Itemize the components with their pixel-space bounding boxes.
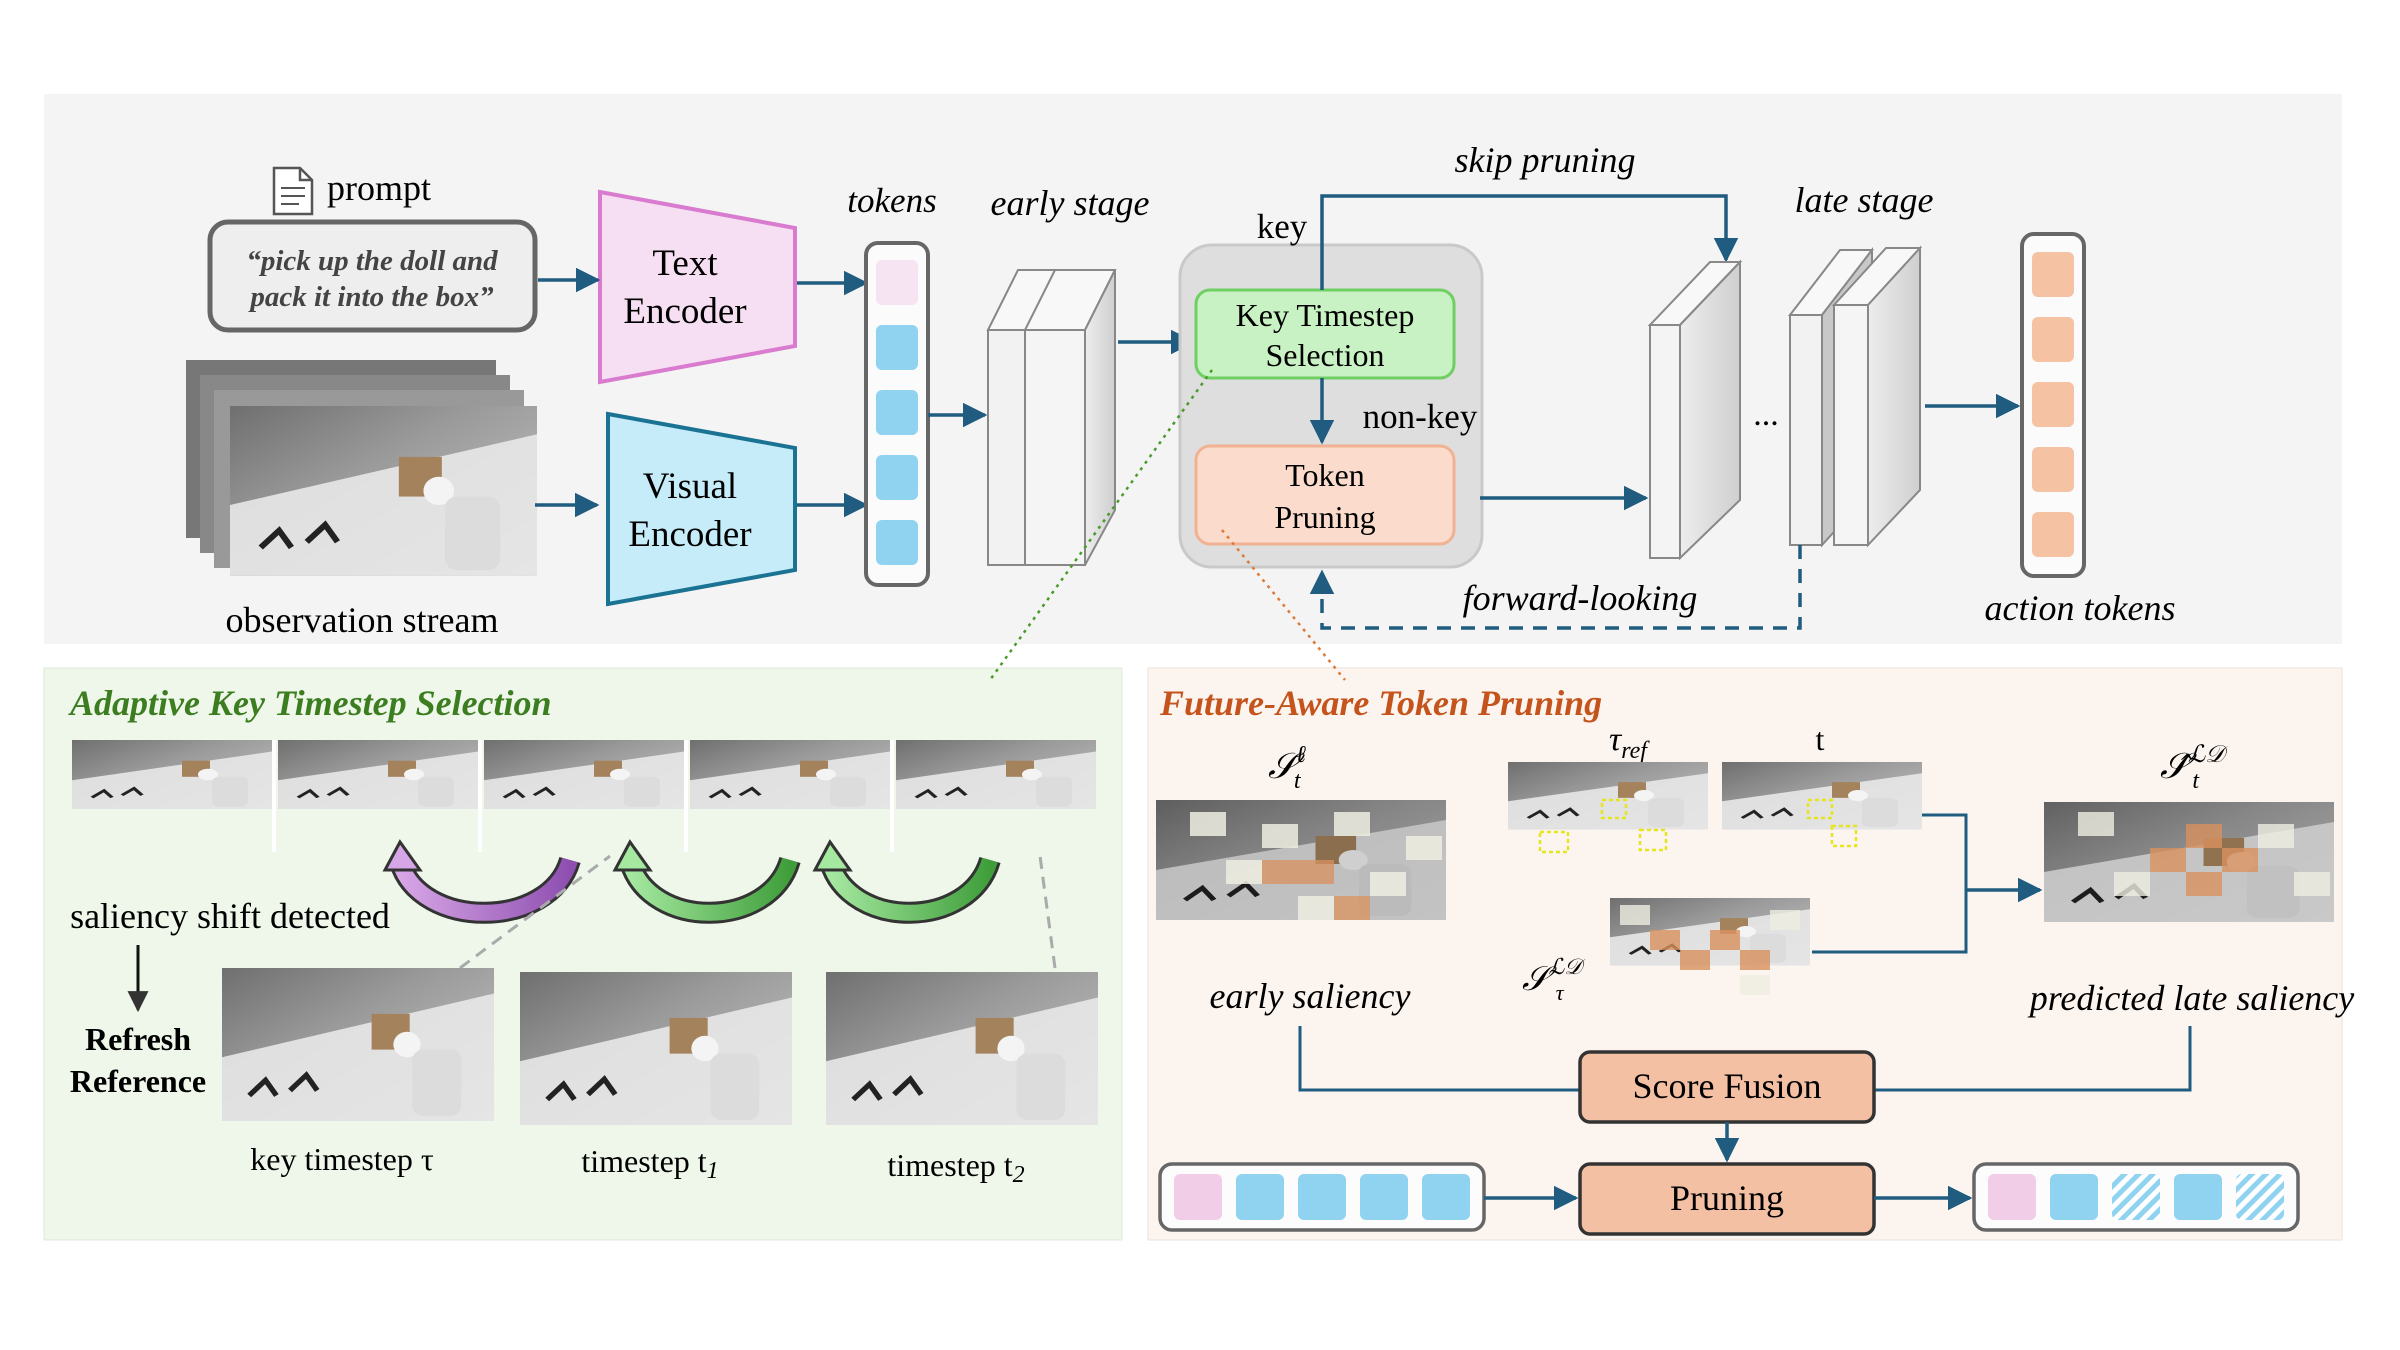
text-encoder-label-2: Encoder bbox=[623, 291, 746, 332]
token-visual bbox=[876, 455, 918, 500]
timestep-frames-strip bbox=[70, 738, 1098, 852]
key-timestep-caption: key timestep τ bbox=[250, 1141, 434, 1177]
reference-frame bbox=[1506, 760, 1710, 854]
timestep-t1-caption: timestep t1 bbox=[581, 1143, 718, 1184]
timestep-t1-frame bbox=[520, 972, 792, 1125]
early-stage-label: early stage bbox=[991, 183, 1150, 223]
action-token bbox=[2032, 447, 2074, 492]
tokens-label: tokens bbox=[847, 181, 936, 220]
pruning-label: Pruning bbox=[1670, 1178, 1784, 1218]
reference-late-saliency-map bbox=[1608, 896, 1812, 995]
predicted-saliency-label: predicted late saliency bbox=[2027, 978, 2355, 1018]
token-visual bbox=[876, 325, 918, 370]
refresh-label-1: Refresh bbox=[85, 1021, 191, 1057]
predicted-late-saliency-map bbox=[2044, 802, 2334, 922]
action-token bbox=[2032, 252, 2074, 297]
refresh-label-2: Reference bbox=[70, 1063, 206, 1099]
prompt-text-2: pack it into the box” bbox=[247, 281, 494, 313]
input-token-visual bbox=[1236, 1174, 1284, 1220]
observation-stream-frames bbox=[186, 360, 537, 576]
action-token bbox=[2032, 512, 2074, 557]
input-token-visual bbox=[1298, 1174, 1346, 1220]
action-tokens-label: action tokens bbox=[1985, 588, 2176, 628]
visual-encoder-label-1: Visual bbox=[643, 466, 737, 507]
key-timestep-label-1: Key Timestep bbox=[1236, 297, 1415, 333]
late-stage-layers bbox=[1647, 245, 1923, 561]
text-encoder-label-1: Text bbox=[652, 243, 718, 284]
input-token-visual bbox=[1360, 1174, 1408, 1220]
action-token bbox=[2032, 317, 2074, 362]
skip-pruning-arrow bbox=[1320, 194, 1739, 290]
token-pruning-label-1: Token bbox=[1285, 457, 1365, 493]
score-fusion-label: Score Fusion bbox=[1633, 1066, 1822, 1106]
token-text bbox=[876, 260, 918, 305]
token-visual bbox=[876, 520, 918, 565]
output-token-kept bbox=[2050, 1174, 2098, 1220]
observation-label: observation stream bbox=[226, 600, 499, 640]
key-timestep-frame bbox=[222, 968, 494, 1121]
early-saliency-label: early saliency bbox=[1210, 976, 1411, 1016]
prompt-box bbox=[207, 219, 538, 333]
prompt-label: prompt bbox=[327, 168, 431, 208]
action-token bbox=[2032, 382, 2074, 427]
timestep-t2-caption: timestep t2 bbox=[887, 1147, 1024, 1188]
output-token-pruned bbox=[2236, 1174, 2284, 1220]
text-encoder bbox=[598, 189, 797, 385]
token-pruning-panel-title: Future-Aware Token Pruning bbox=[1159, 683, 1602, 723]
key-label: key bbox=[1257, 207, 1308, 246]
tau-ref-label: τref bbox=[1609, 721, 1650, 764]
key-timestep-selection-box bbox=[1194, 288, 1456, 380]
token-pruning-box bbox=[1194, 444, 1456, 546]
input-token-text bbox=[1174, 1174, 1222, 1220]
late-stage-label: late stage bbox=[1795, 180, 1934, 220]
early-stage-layers bbox=[986, 269, 1117, 566]
forward-looking-label: forward-looking bbox=[1463, 578, 1698, 618]
output-token-kept bbox=[2174, 1174, 2222, 1220]
token-visual bbox=[876, 390, 918, 435]
saliency-shift-label: saliency shift detected bbox=[70, 896, 390, 936]
current-frame bbox=[1720, 760, 1924, 848]
output-token-text bbox=[1988, 1174, 2036, 1220]
t-label: t bbox=[1816, 721, 1825, 757]
skip-pruning-label: skip pruning bbox=[1454, 140, 1635, 180]
forward-looking-arrow bbox=[1309, 545, 1802, 630]
timestep-t2-frame bbox=[826, 972, 1098, 1125]
prompt-text-1: “pick up the doll and bbox=[246, 245, 498, 277]
visual-encoder bbox=[606, 411, 797, 607]
output-token-pruned bbox=[2112, 1174, 2160, 1220]
key-timestep-label-2: Selection bbox=[1265, 337, 1384, 373]
input-token-visual bbox=[1422, 1174, 1470, 1220]
early-saliency-patches bbox=[1190, 812, 1442, 920]
non-key-label: non-key bbox=[1363, 397, 1478, 436]
key-timestep-panel-title: Adaptive Key Timestep Selection bbox=[68, 683, 552, 723]
token-pruning-label-2: Pruning bbox=[1274, 499, 1375, 535]
visual-encoder-label-2: Encoder bbox=[628, 514, 751, 555]
ellipsis: ... bbox=[1753, 396, 1779, 433]
document-icon bbox=[272, 166, 314, 216]
